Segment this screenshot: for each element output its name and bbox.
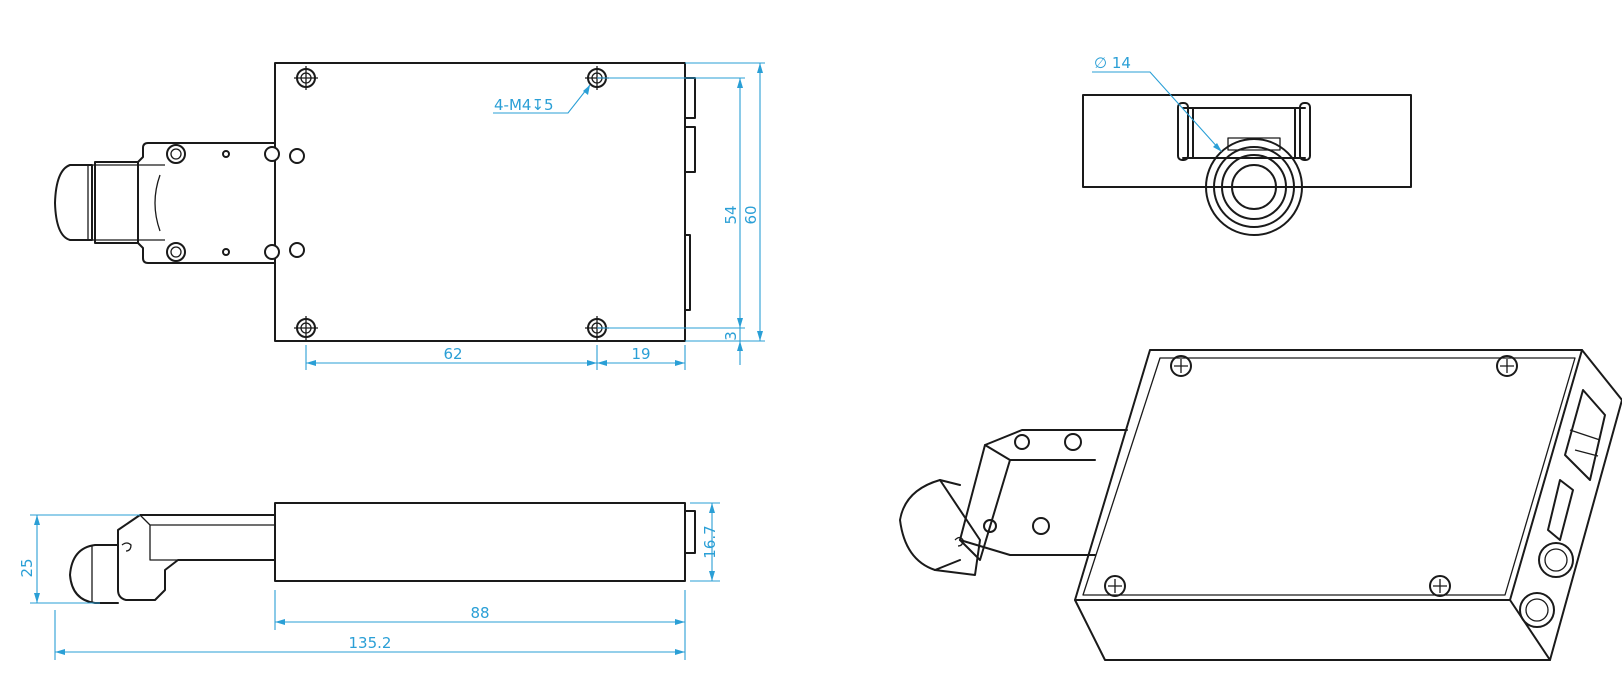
thread-note: 4-M4↧5 (494, 96, 554, 114)
iso-screw-2 (1496, 355, 1518, 377)
side-view-nozzle-tip (69, 544, 119, 604)
side-view: 25 16.7 88 135.2 (18, 502, 720, 660)
front-view-nozzle-bore (1231, 164, 1277, 210)
iso-side-face (1509, 349, 1622, 661)
top-view-nozzle-mount (94, 161, 139, 244)
pin-hole-upper (289, 148, 305, 164)
dim-body-thickness: 16.7 (701, 525, 719, 558)
dim-hole-pitch-y: 54 (722, 205, 740, 224)
isometric-view (899, 349, 1622, 661)
iso-front-face (1074, 599, 1551, 661)
top-view: 62 19 54 60 3 4-M4↧5 (54, 62, 765, 370)
iso-screw-4 (1429, 575, 1451, 597)
side-view-connector (684, 510, 696, 554)
side-view-body (274, 502, 686, 582)
top-view-body (274, 62, 686, 342)
pin-hole-lower (289, 242, 305, 258)
front-view: ∅ 14 (1082, 54, 1412, 236)
iso-nozzle-block (959, 429, 1128, 556)
side-view-nozzle-block (117, 514, 276, 601)
top-view-nozzle-block (137, 142, 276, 264)
dim-hole-pitch-x: 62 (443, 345, 462, 363)
dim-overall-length: 135.2 (349, 634, 392, 652)
iso-screw-1 (1170, 355, 1192, 377)
iso-screw-3 (1104, 575, 1126, 597)
front-view-nozzle-outer (1205, 138, 1303, 236)
mounting-hole-top-left (294, 66, 318, 90)
top-view-nozzle-tip (54, 164, 93, 241)
nozzle-diameter-label: ∅ 14 (1094, 54, 1131, 72)
dim-edge-offset-right: 19 (631, 345, 650, 363)
mounting-hole-bottom-left (294, 316, 318, 340)
dim-body-width: 60 (742, 205, 760, 224)
top-view-connectors (684, 77, 696, 311)
iso-nozzle-tip (899, 479, 961, 571)
dim-side-height: 25 (18, 558, 36, 577)
dim-body-length: 88 (470, 604, 489, 622)
dim-edge-offset-bottom: 3 (722, 331, 740, 341)
front-view-body (1082, 94, 1412, 188)
